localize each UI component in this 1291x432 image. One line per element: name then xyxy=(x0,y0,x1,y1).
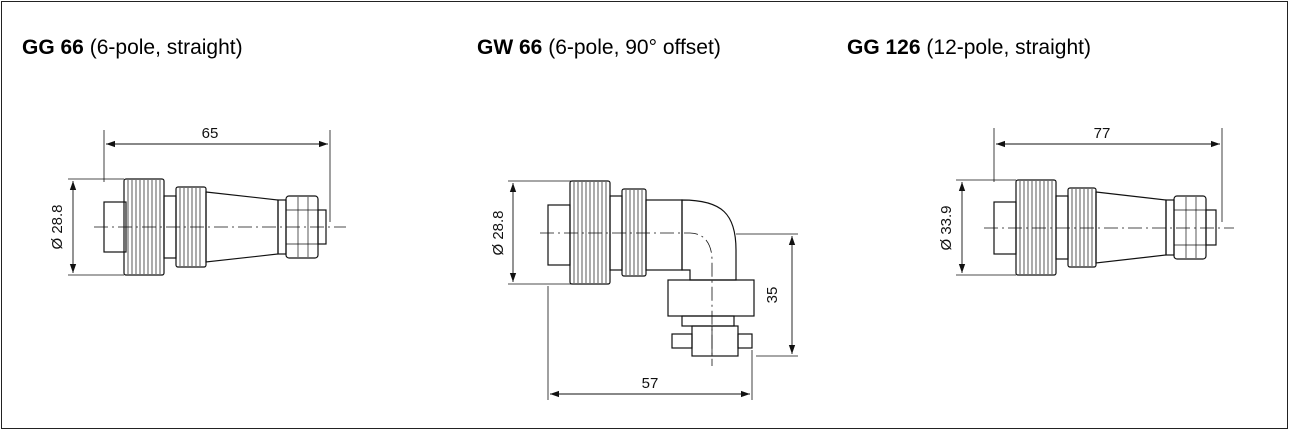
dimension-label: Ø 28.8 xyxy=(49,204,66,249)
dimension-length: 77 xyxy=(993,125,1223,222)
model-name: GG 66 xyxy=(22,36,84,59)
connector-body xyxy=(547,180,755,357)
dimension-label: 57 xyxy=(642,375,659,392)
model-description: (6-pole, straight) xyxy=(89,36,243,59)
dimension-diameter: Ø 33.9 xyxy=(938,179,1016,276)
model-name: GW 66 xyxy=(477,36,543,59)
dimension-label: Ø 28.8 xyxy=(490,210,507,255)
dimension-label: 35 xyxy=(764,287,781,304)
drawing-gg126: 77 Ø 33.9 xyxy=(938,125,1234,276)
model-description: (12-pole, straight) xyxy=(926,36,1091,59)
dimension-label: 77 xyxy=(1094,125,1111,142)
dimension-diameter: Ø 28.8 xyxy=(490,180,572,285)
model-description: (6-pole, 90° offset) xyxy=(548,36,721,59)
drawing-gw66: Ø 28.8 35 57 xyxy=(490,180,798,400)
drawing-gg66: 65 Ø 28.8 xyxy=(49,125,346,276)
connector-title-gg126: GG 126 (12-pole, straight) xyxy=(847,36,1091,60)
dimension-length: 57 xyxy=(547,286,753,400)
center-line xyxy=(540,232,713,366)
dimension-diameter: Ø 28.8 xyxy=(49,178,124,276)
connector-body xyxy=(993,179,1217,276)
dimension-length: 65 xyxy=(103,125,331,222)
connector-title-gw66: GW 66 (6-pole, 90° offset) xyxy=(477,36,721,60)
connector-title-gg66: GG 66 (6-pole, straight) xyxy=(22,36,243,60)
dimension-label: Ø 33.9 xyxy=(938,205,955,250)
dimension-label: 65 xyxy=(202,125,219,142)
model-name: GG 126 xyxy=(847,36,921,59)
dimension-height: 35 xyxy=(736,233,798,357)
